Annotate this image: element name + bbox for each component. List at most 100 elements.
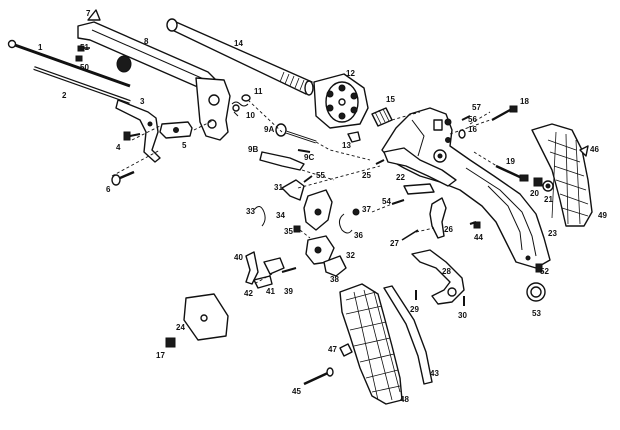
label-29: 29 <box>410 305 419 314</box>
label-7: 7 <box>86 9 91 18</box>
label-13: 13 <box>342 141 351 150</box>
label-9c: 9C <box>304 153 314 162</box>
label-14: 14 <box>234 39 243 48</box>
label-31: 31 <box>274 183 283 192</box>
part-38-part <box>323 255 347 277</box>
label-42: 42 <box>244 289 253 298</box>
label-34: 34 <box>276 211 285 220</box>
part-13-pawl <box>347 131 361 143</box>
label-48: 48 <box>400 395 409 404</box>
part-54-screw <box>391 199 405 205</box>
label-6: 6 <box>106 185 111 194</box>
part-10-spring <box>231 101 249 117</box>
part-42-part <box>253 275 273 289</box>
part-46-screw <box>579 145 589 157</box>
part-33-spring <box>253 206 266 227</box>
part-40-hand <box>245 251 259 285</box>
part-28-trigger-guard <box>411 249 465 305</box>
part-7-sight <box>87 9 101 21</box>
label-30: 30 <box>458 311 467 320</box>
part-43-grip-strap <box>383 285 433 385</box>
part-35-screw <box>293 225 301 233</box>
part-4-screw <box>123 131 141 141</box>
part-39-screw <box>281 267 297 273</box>
label-36: 36 <box>354 231 363 240</box>
assembly-leader-lines <box>111 99 501 285</box>
label-38: 38 <box>330 275 339 284</box>
label-40: 40 <box>234 253 243 262</box>
part-32-cam <box>305 235 335 265</box>
part-27-pin <box>401 229 419 241</box>
label-28: 28 <box>442 267 451 276</box>
part-6-screw <box>111 170 135 186</box>
part-57-screw <box>461 115 471 121</box>
label-49: 49 <box>598 211 607 220</box>
label-9b: 9B <box>248 145 258 154</box>
label-20: 20 <box>530 189 539 198</box>
part-labels: 1 2 3 4 5 6 7 8 9A 9B 9C 10 11 12 13 14 … <box>38 9 607 404</box>
label-19: 19 <box>506 157 515 166</box>
label-54: 54 <box>382 197 391 206</box>
label-24: 24 <box>176 323 185 332</box>
part-20-nut <box>533 177 543 187</box>
part-51-screw <box>77 45 90 52</box>
label-37: 37 <box>362 205 371 214</box>
part-49-grip-panel <box>531 123 593 227</box>
part-11-screw <box>241 94 251 102</box>
part-37-screw <box>352 208 360 216</box>
label-53: 53 <box>532 309 541 318</box>
part-47-escutcheon <box>339 343 353 357</box>
part-1-rod <box>7 39 131 88</box>
part-45-screw <box>303 367 334 386</box>
part-16-screw <box>458 129 466 139</box>
part-12-cylinder <box>313 73 369 129</box>
label-56: 56 <box>468 115 477 124</box>
part-5-latch <box>159 121 193 139</box>
label-22: 22 <box>396 173 405 182</box>
label-39: 39 <box>284 287 293 296</box>
label-26: 26 <box>444 225 453 234</box>
label-45: 45 <box>292 387 301 396</box>
label-15: 15 <box>386 95 395 104</box>
label-47: 47 <box>328 345 337 354</box>
main-frame <box>381 107 551 269</box>
label-44: 44 <box>474 233 483 242</box>
label-18: 18 <box>520 97 529 106</box>
part-50-screw <box>75 55 83 62</box>
part-36-spring <box>338 213 353 234</box>
part-19-screw <box>495 164 529 182</box>
part-18-screw <box>491 105 518 121</box>
label-21: 21 <box>544 195 553 204</box>
part-44-screw <box>469 221 481 229</box>
part-56-screw <box>444 118 452 126</box>
part-2-rod <box>33 66 131 104</box>
label-25: 25 <box>362 171 371 180</box>
label-16: 16 <box>468 125 477 134</box>
part-48-grip-panel <box>339 283 403 405</box>
label-27: 27 <box>390 239 399 248</box>
label-10: 10 <box>246 111 255 120</box>
label-5: 5 <box>182 141 187 150</box>
part-14-barrel <box>166 18 314 96</box>
label-12: 12 <box>346 69 355 78</box>
label-33: 33 <box>246 207 255 216</box>
part-21-washer <box>542 180 554 192</box>
label-43: 43 <box>430 369 439 378</box>
part-52-swivel <box>535 263 543 273</box>
part-31-hand <box>281 179 305 201</box>
label-55: 55 <box>316 171 325 180</box>
label-52: 52 <box>540 267 549 276</box>
label-2: 2 <box>62 91 67 100</box>
label-23: 23 <box>548 229 557 238</box>
label-8: 8 <box>144 37 149 46</box>
label-51: 51 <box>80 43 89 52</box>
label-4: 4 <box>116 143 121 152</box>
label-3: 3 <box>140 97 145 106</box>
part-8-top-strap <box>77 21 231 141</box>
part-24-side-plate <box>183 293 229 341</box>
label-57: 57 <box>472 103 481 112</box>
part-9c-pin <box>297 149 311 153</box>
label-41: 41 <box>266 287 275 296</box>
part-15-bushing <box>371 107 393 127</box>
